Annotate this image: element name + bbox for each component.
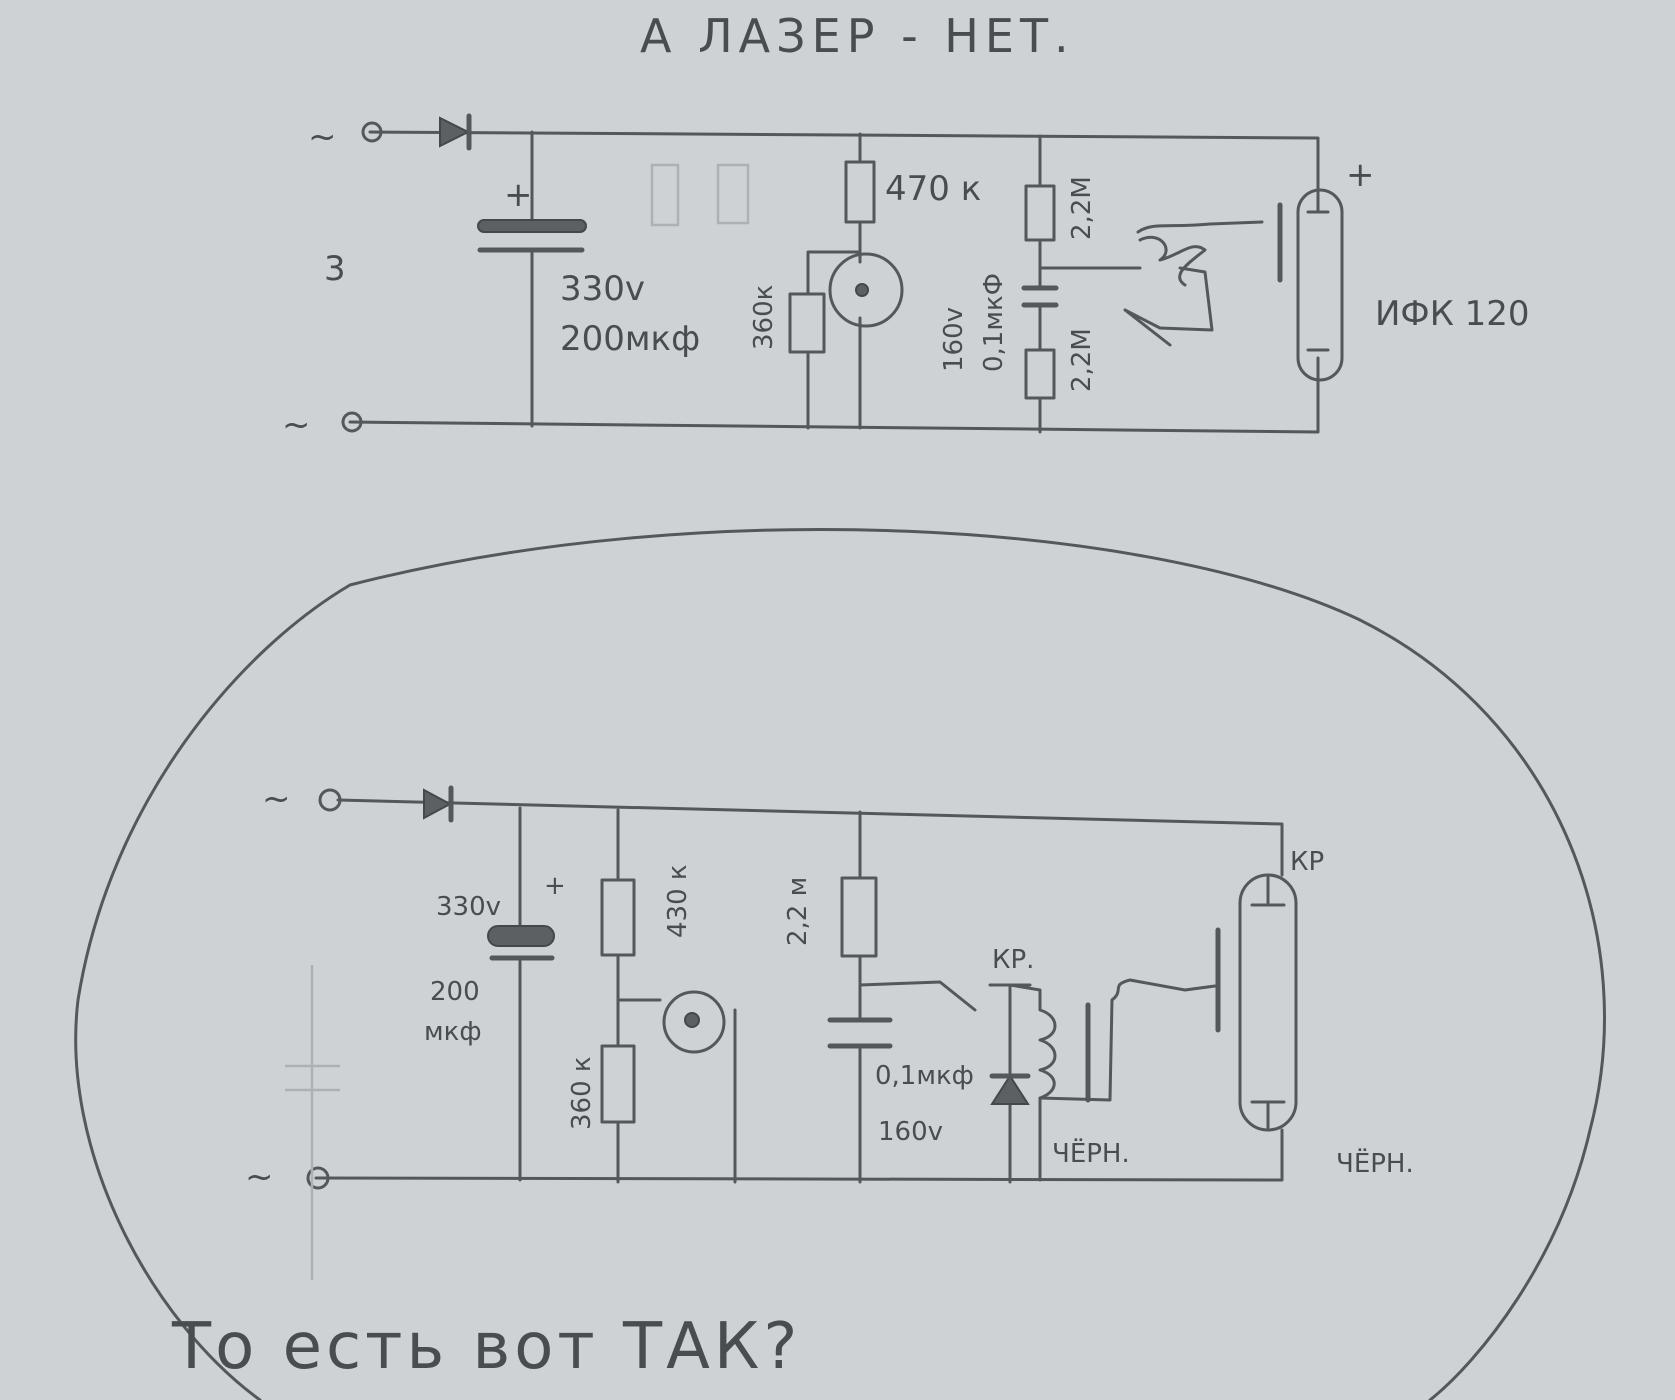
bottom-kr-lamp-label: КР bbox=[1290, 847, 1324, 877]
top-tube-electrode-top bbox=[1306, 188, 1330, 214]
bottom-circuit: ~ ~ 330v + 200 мкф 430 к 360 к 2,2 м 0,1… bbox=[245, 779, 1414, 1280]
bottom-flash-tube bbox=[1238, 873, 1298, 1132]
top-r360-label: 360к bbox=[749, 285, 779, 350]
bottom-cap-value-1: 200 bbox=[430, 977, 480, 1007]
top-lamp-plus: + bbox=[1346, 155, 1375, 195]
top-resistor-2m2-upper bbox=[1024, 184, 1056, 242]
top-neon-electrode bbox=[855, 283, 869, 297]
top-neon-lamp bbox=[828, 252, 904, 328]
bottom-cap-plus: + bbox=[544, 871, 566, 901]
top-ac-label-bottom: ~ bbox=[282, 405, 311, 445]
top-lamp-name: ИФК 120 bbox=[1375, 294, 1530, 334]
top-tube-electrode-bottom bbox=[1306, 348, 1330, 382]
page-title: А ЛАЗЕР - НЕТ. bbox=[640, 9, 1075, 63]
bottom-ac-terminal-bottom bbox=[306, 1166, 330, 1190]
top-resistor-2m2-lower bbox=[1024, 348, 1056, 400]
erased-part-2 bbox=[716, 163, 750, 225]
bottom-cap-value-2: мкф bbox=[424, 1017, 482, 1047]
bottom-cap-160v-label: 160v bbox=[878, 1117, 943, 1147]
bottom-coil-secondary bbox=[1038, 978, 1217, 1102]
bottom-divider-lead bbox=[616, 808, 737, 1184]
bottom-rectifier-diode bbox=[423, 785, 454, 823]
bottom-coil-primary bbox=[1008, 983, 1057, 1182]
bottom-electrolytic-capacitor bbox=[487, 925, 555, 947]
top-cap-160v-label: 160v bbox=[939, 307, 969, 372]
bottom-ac-terminal-top bbox=[318, 788, 342, 812]
bottom-r360-label: 360 к bbox=[567, 1056, 597, 1130]
bottom-black-lamp-label: ЧЁРН. bbox=[1336, 1147, 1414, 1179]
bottom-kr-diode-label: КР. bbox=[992, 945, 1034, 975]
bottom-2m2-lead bbox=[858, 810, 977, 1184]
bottom-oval-outline bbox=[74, 527, 1606, 1400]
bottom-positive-rail bbox=[336, 798, 1284, 877]
top-r22m-upper-label: 2,2М bbox=[1067, 176, 1097, 240]
bottom-r430-label: 430 к bbox=[663, 864, 693, 938]
bottom-r22m-label: 2,2 м bbox=[783, 877, 813, 946]
bottom-resistor-360k bbox=[600, 1044, 636, 1124]
top-r22m-lower-label: 2,2М bbox=[1067, 328, 1097, 392]
top-coil-return bbox=[1123, 266, 1214, 347]
top-ac-terminal-top bbox=[361, 121, 383, 143]
bottom-ac-label-bottom: ~ bbox=[245, 1157, 274, 1197]
bottom-cap-voltage: 330v bbox=[436, 892, 501, 922]
bottom-ac-label-top: ~ bbox=[262, 779, 291, 819]
top-ac-label-top: ~ bbox=[308, 117, 337, 157]
bottom-neon-lamp bbox=[662, 990, 726, 1054]
bottom-resistor-430k bbox=[600, 878, 636, 957]
bottom-resistor-2m2 bbox=[840, 876, 878, 958]
top-cap-value: 200мкф bbox=[560, 319, 700, 359]
top-circuit: ~ ~ 3 + 330v 200мкф 470 к 360к 2,2М 160v bbox=[282, 113, 1530, 445]
erased-capacitor bbox=[285, 965, 340, 1280]
top-rectifier-diode bbox=[439, 113, 472, 151]
top-cap-01-label: 0,1мкФ bbox=[979, 273, 1009, 372]
bottom-tube-electrode-top bbox=[1250, 873, 1286, 907]
bottom-cap-01-label: 0,1мкф bbox=[875, 1061, 974, 1091]
bottom-tube-electrode-bottom bbox=[1250, 1100, 1286, 1132]
top-470k-lead bbox=[806, 132, 862, 430]
caption-question: То есть вот ТАК? bbox=[171, 1310, 801, 1384]
top-positive-rail bbox=[368, 130, 1320, 192]
bottom-black-coil-label: ЧЁРН. bbox=[1052, 1137, 1130, 1169]
top-electrolytic-capacitor bbox=[477, 219, 587, 233]
top-resistor-360k bbox=[788, 292, 826, 354]
top-negative-rail bbox=[348, 378, 1320, 434]
erased-part-1 bbox=[650, 163, 680, 227]
top-cap-voltage: 330v bbox=[560, 269, 645, 309]
top-squiggle-mark: 3 bbox=[324, 249, 346, 289]
bottom-neon-electrode bbox=[684, 1012, 700, 1028]
top-ac-terminal-bottom bbox=[341, 411, 363, 433]
top-cap-plus: + bbox=[504, 175, 533, 215]
top-r470-label: 470 к bbox=[885, 169, 981, 209]
top-resistor-470k bbox=[844, 160, 876, 224]
bottom-zener-diode bbox=[990, 1074, 1030, 1105]
top-flash-tube-ifk120 bbox=[1296, 188, 1344, 382]
bottom-negative-rail bbox=[314, 1128, 1284, 1182]
